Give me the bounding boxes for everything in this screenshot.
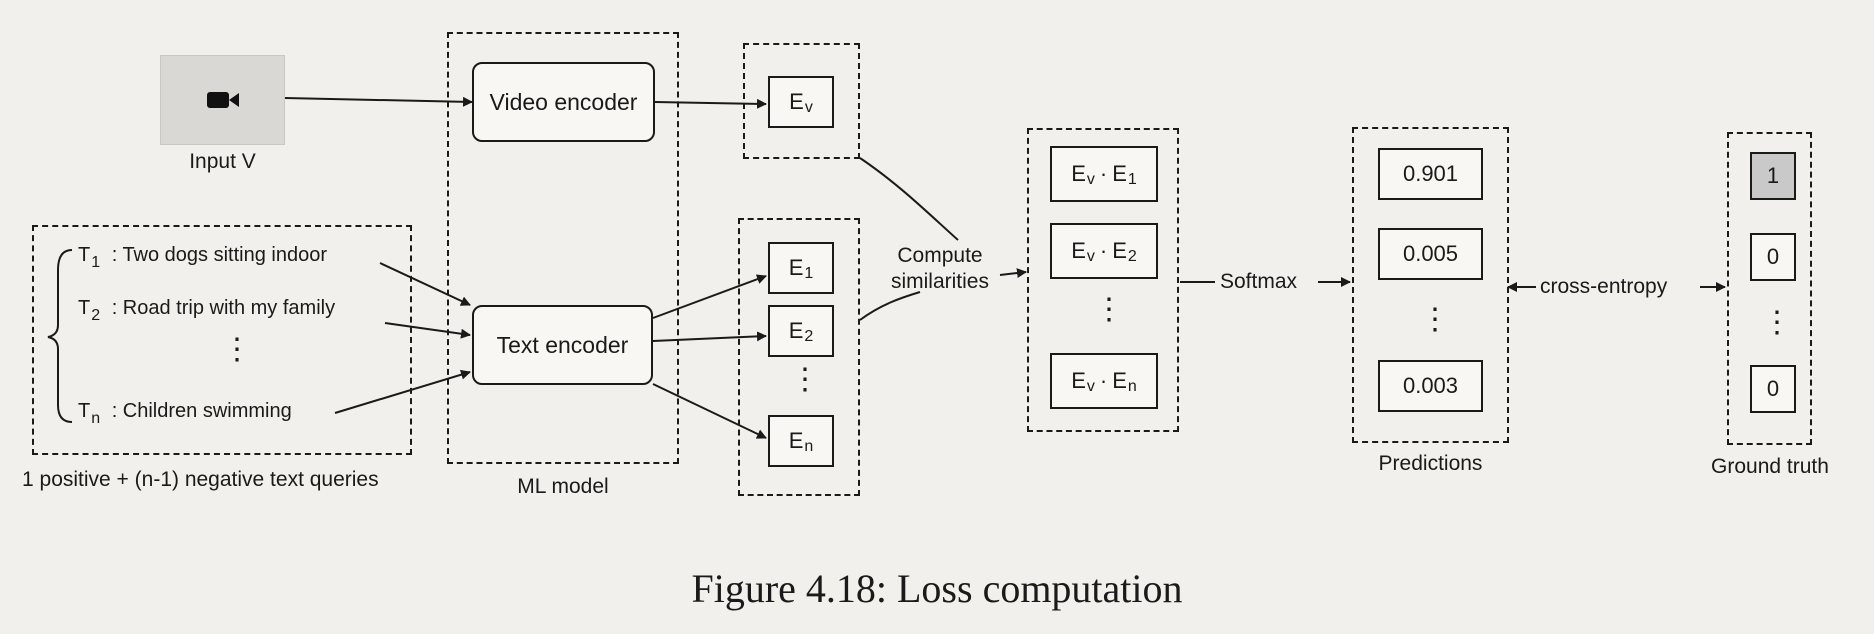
curve-ev-to-compute <box>859 157 959 241</box>
arrow-input-to-video-encoder <box>284 96 473 107</box>
ground-truth-label: Ground truth <box>1711 455 1829 478</box>
video-encoder-box: Video encoder <box>472 62 655 142</box>
prediction-value: 0.003 <box>1378 360 1483 412</box>
ground-truth-value: 0 <box>1750 233 1796 281</box>
predictions-label: Predictions <box>1378 452 1483 475</box>
input-label: Input V <box>189 150 256 173</box>
ml-model-label: ML model <box>517 475 609 498</box>
ground-truth-group <box>1727 132 1812 445</box>
vertical-ellipsis: ⋮ <box>1094 293 1124 326</box>
video-embedding-group <box>743 43 860 159</box>
input-video-thumbnail <box>160 55 285 145</box>
query-item: Tn : Children swimming <box>78 400 292 427</box>
text-embeddings-group <box>738 218 860 496</box>
ml-model-group <box>447 32 679 464</box>
vertical-ellipsis: ⋮ <box>1420 303 1450 336</box>
predictions-group <box>1352 127 1509 443</box>
figure-caption: Figure 4.18: Loss computation <box>691 566 1183 611</box>
cross-entropy-label: cross-entropy <box>1540 275 1668 298</box>
arrow-compute-to-similarities <box>999 268 1027 278</box>
ground-truth-value: 0 <box>1750 365 1796 413</box>
vertical-ellipsis: ⋮ <box>1762 306 1792 339</box>
compute-similarities-label: Compute similarities <box>890 244 989 293</box>
ground-truth-value: 1 <box>1750 152 1796 200</box>
vertical-ellipsis: ⋮ <box>790 363 820 396</box>
similarities-group <box>1027 128 1179 432</box>
text-queries-group <box>32 225 412 455</box>
softmax-label: Softmax <box>1220 270 1298 293</box>
prediction-value: 0.901 <box>1378 148 1483 200</box>
curve-embeddings-to-compute <box>859 291 921 321</box>
vertical-ellipsis: ⋮ <box>222 333 252 366</box>
queries-caption: 1 positive + (n-1) negative text queries <box>22 468 379 491</box>
prediction-value: 0.005 <box>1378 228 1483 280</box>
video-camera-icon <box>206 92 239 108</box>
text-encoder-box: Text encoder <box>472 305 653 385</box>
query-item: T2 : Road trip with my family <box>78 297 336 324</box>
query-item: T1 : Two dogs sitting indoor <box>78 244 327 271</box>
